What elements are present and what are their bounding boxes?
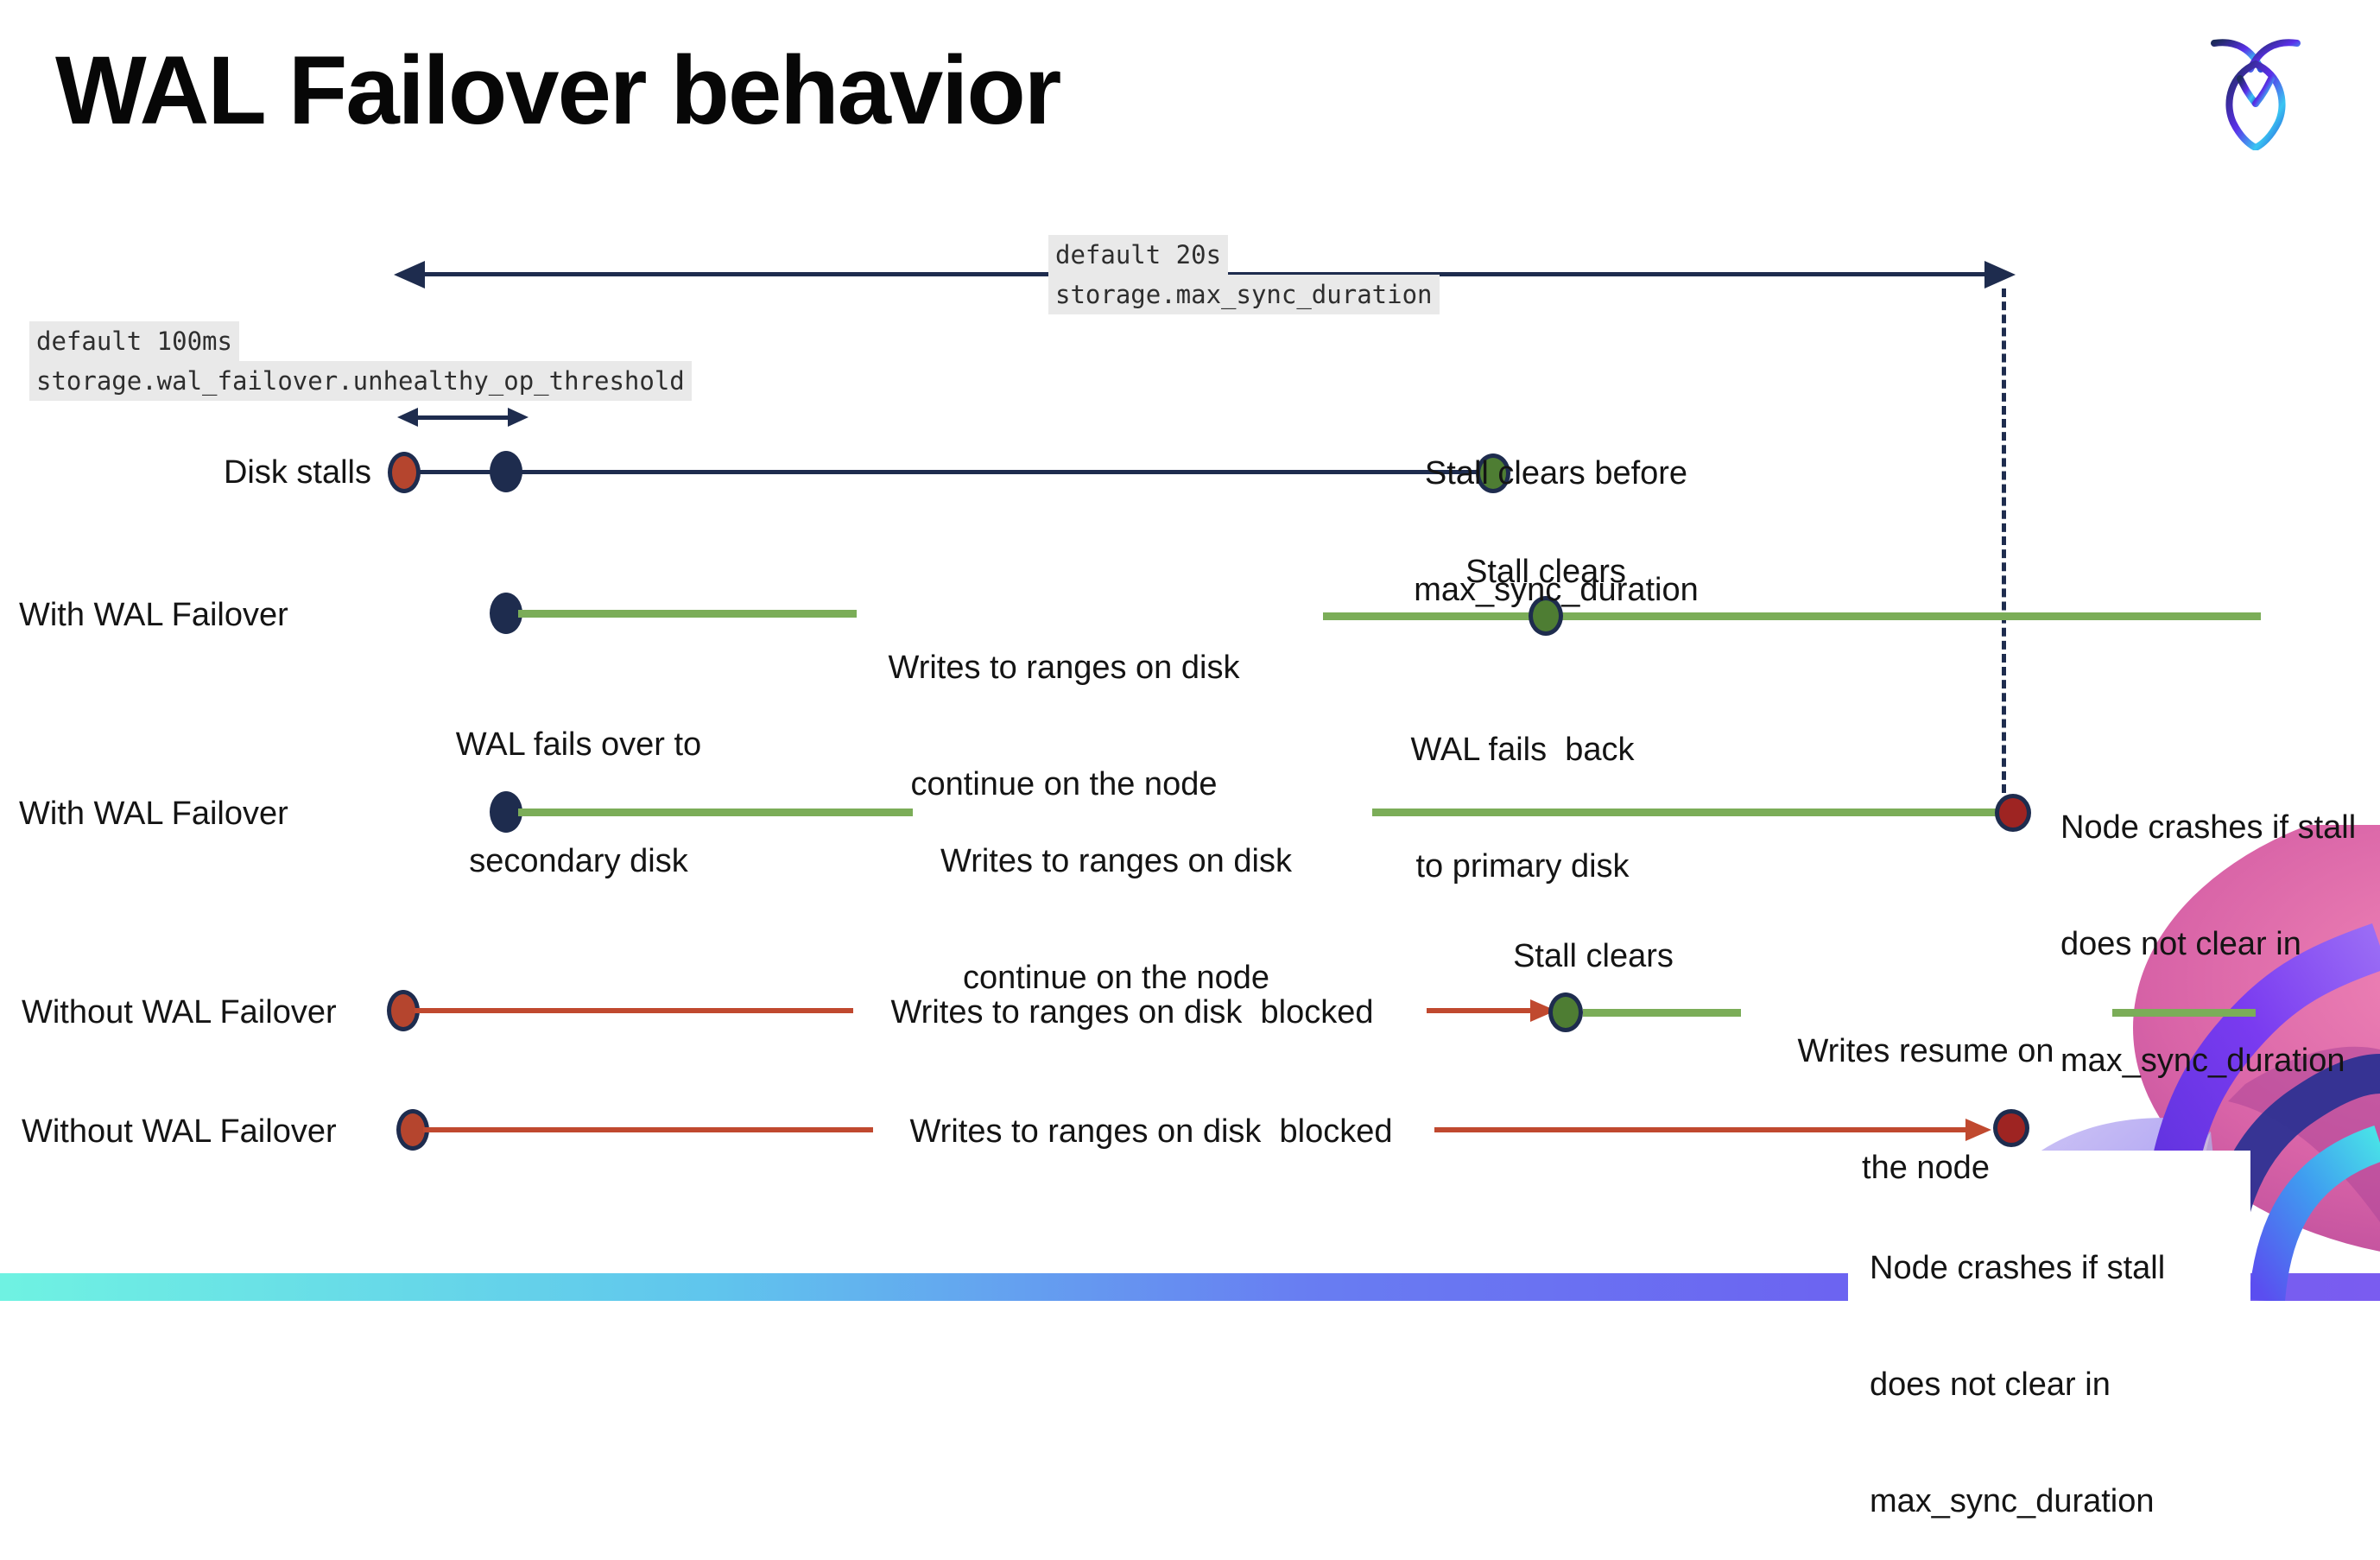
writes-continue-line bbox=[518, 610, 857, 618]
threshold-arrowhead-right-icon bbox=[508, 408, 529, 427]
slide: { "title": "WAL Failover behavior", "con… bbox=[0, 36, 2380, 1519]
disk-stall-timeline bbox=[406, 470, 1481, 474]
note-writes-continue-2: Writes to ranges on disk continue on the… bbox=[940, 843, 1292, 996]
note-writes-blocked-2: Writes to ranges on disk blocked bbox=[909, 1113, 1393, 1150]
blocked-arrowhead-2-icon bbox=[1965, 1119, 1991, 1141]
threshold-span-line bbox=[413, 415, 511, 420]
node-crash-dot-1 bbox=[1995, 794, 2031, 832]
node-crashes-callout-box bbox=[1848, 1151, 2250, 1301]
threshold-arrowhead-left-icon bbox=[397, 408, 418, 427]
page-title: WAL Failover behavior bbox=[55, 36, 1061, 144]
note-writes-continue-1: Writes to ranges on disk continue on the… bbox=[888, 650, 1240, 802]
note-wal-fails-back: WAL fails back to primary disk bbox=[1410, 732, 1635, 885]
row-label-without-wal-failover-2: Without WAL Failover bbox=[22, 1113, 337, 1150]
max-sync-deadline-dashed-line bbox=[2002, 289, 2006, 793]
note-writes-resume: Writes resume on the node bbox=[1797, 1033, 2054, 1186]
row-label-with-wal-failover-2: With WAL Failover bbox=[19, 796, 288, 832]
note-stall-clears-2: Stall clears bbox=[1513, 938, 1674, 974]
failover-dot-2 bbox=[490, 791, 522, 833]
writes-continue-line-2 bbox=[1323, 612, 2261, 620]
threshold-setting-name: storage.wal_failover.unhealthy_op_thresh… bbox=[29, 361, 692, 401]
writes-continue-line-3 bbox=[518, 809, 913, 816]
blocked-arrow-line-1 bbox=[1427, 1008, 1534, 1013]
stall-clear-dot-2 bbox=[1529, 596, 1563, 636]
row-label-without-wal-failover-1: Without WAL Failover bbox=[22, 994, 337, 1030]
stall-start-dot bbox=[388, 452, 421, 493]
threshold-default-value: default 100ms bbox=[29, 321, 239, 361]
max-sync-default-value: default 20s bbox=[1048, 235, 1229, 275]
max-sync-duration-setting-label: default 20s storage.max_sync_duration bbox=[1048, 235, 1440, 314]
arrowhead-left-icon bbox=[394, 261, 425, 289]
note-writes-blocked-1: Writes to ranges on disk blocked bbox=[890, 994, 1374, 1030]
writes-blocked-line-1 bbox=[415, 1008, 853, 1013]
row-label-disk-stalls: Disk stalls bbox=[223, 454, 371, 491]
stall-clear-dot-3 bbox=[1548, 992, 1583, 1032]
max-sync-setting-name: storage.max_sync_duration bbox=[1048, 275, 1440, 314]
note-wal-fails-over: WAL fails over to secondary disk bbox=[455, 726, 702, 879]
unhealthy-op-threshold-setting-label: default 100ms storage.wal_failover.unhea… bbox=[29, 321, 692, 401]
failover-threshold-dot bbox=[490, 451, 522, 492]
stall-clear-dot bbox=[1476, 453, 1510, 493]
writes-resume-line-1 bbox=[1583, 1009, 1741, 1017]
note-stall-clears-1: Stall clears bbox=[1465, 554, 1626, 590]
node-crash-dot-2 bbox=[1993, 1109, 2029, 1147]
writes-resume-line-2 bbox=[2112, 1009, 2256, 1017]
arrowhead-right-icon bbox=[1984, 261, 2016, 289]
blocked-arrow-line-2 bbox=[1434, 1127, 1969, 1132]
note-node-crashes-1: Node crashes if stall does not clear in … bbox=[2060, 809, 2357, 1079]
writes-blocked-line-2 bbox=[423, 1127, 873, 1132]
writes-continue-line-4 bbox=[1372, 809, 2003, 816]
cockroachdb-logo-icon bbox=[2211, 39, 2301, 150]
failover-dot bbox=[490, 593, 522, 634]
note-stall-clears-before: Stall clears before max_sync_duration bbox=[1414, 455, 1699, 608]
row-label-with-wal-failover-1: With WAL Failover bbox=[19, 597, 288, 633]
note-node-crashes-2: Node crashes if stall does not clear in … bbox=[1870, 1250, 2166, 1519]
